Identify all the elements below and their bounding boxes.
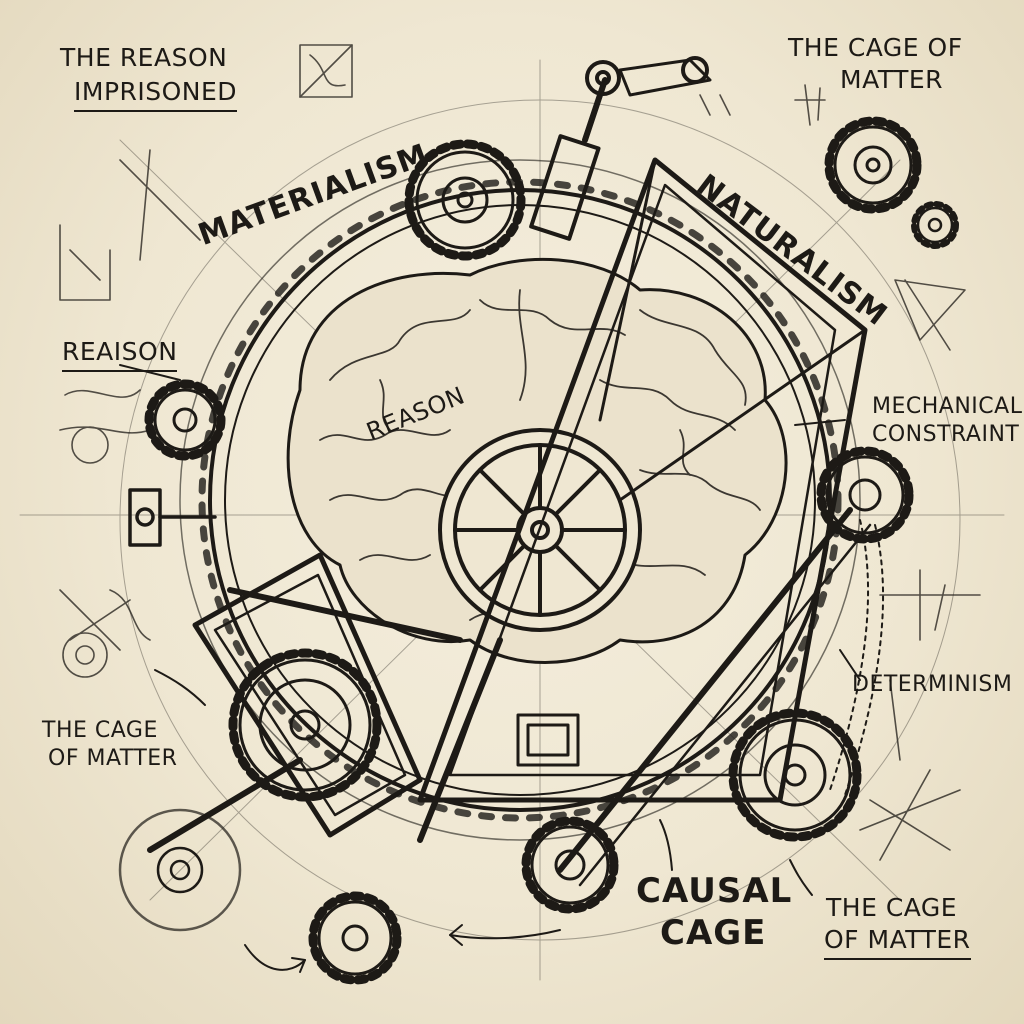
label-cage-of-matter-left-line1: THE CAGE [42,718,158,743]
label-causal-cage-line2: CAGE [660,913,767,953]
left-bolt [128,488,217,547]
label-mechanical-constraint-line2: CONSTRAINT [872,422,1020,447]
gear-bottom-center [530,825,610,905]
label-cage-of-matter-top-right-line2: MATTER [840,65,943,94]
label-mechanical-constraint-line1: MECHANICAL [872,394,1023,419]
piston [529,56,712,241]
leader-arrows [119,364,861,973]
label-causal-cage-line1: CAUSAL [636,871,793,911]
label-reaison: REAISON [62,337,178,372]
gear-bottom-small [317,900,393,976]
label-cage-of-matter-left-line2: OF MATTER [48,746,178,771]
gear-upper-right-small [916,206,954,244]
pulley-lower-left [118,808,242,932]
margin-scribbles [59,44,981,861]
gear-lower-right [738,718,852,832]
label-cage-of-matter-top-right-line1: THE CAGE OF [788,33,963,62]
gear-teeth [144,116,959,985]
gear-right-mid [825,455,905,535]
lower-box [516,713,580,767]
label-cage-of-matter-bottom-right-line2: OF MATTER [824,925,971,960]
label-reason-imprisoned-line1: THE REASON [60,43,228,72]
label-determinism: DETERMINISM [852,672,1013,697]
label-cage-of-matter-bottom-right-line1: THE CAGE [826,893,958,922]
label-reason-imprisoned-line2: IMPRISONED [74,77,238,112]
gear-upper-right-large [833,125,913,205]
